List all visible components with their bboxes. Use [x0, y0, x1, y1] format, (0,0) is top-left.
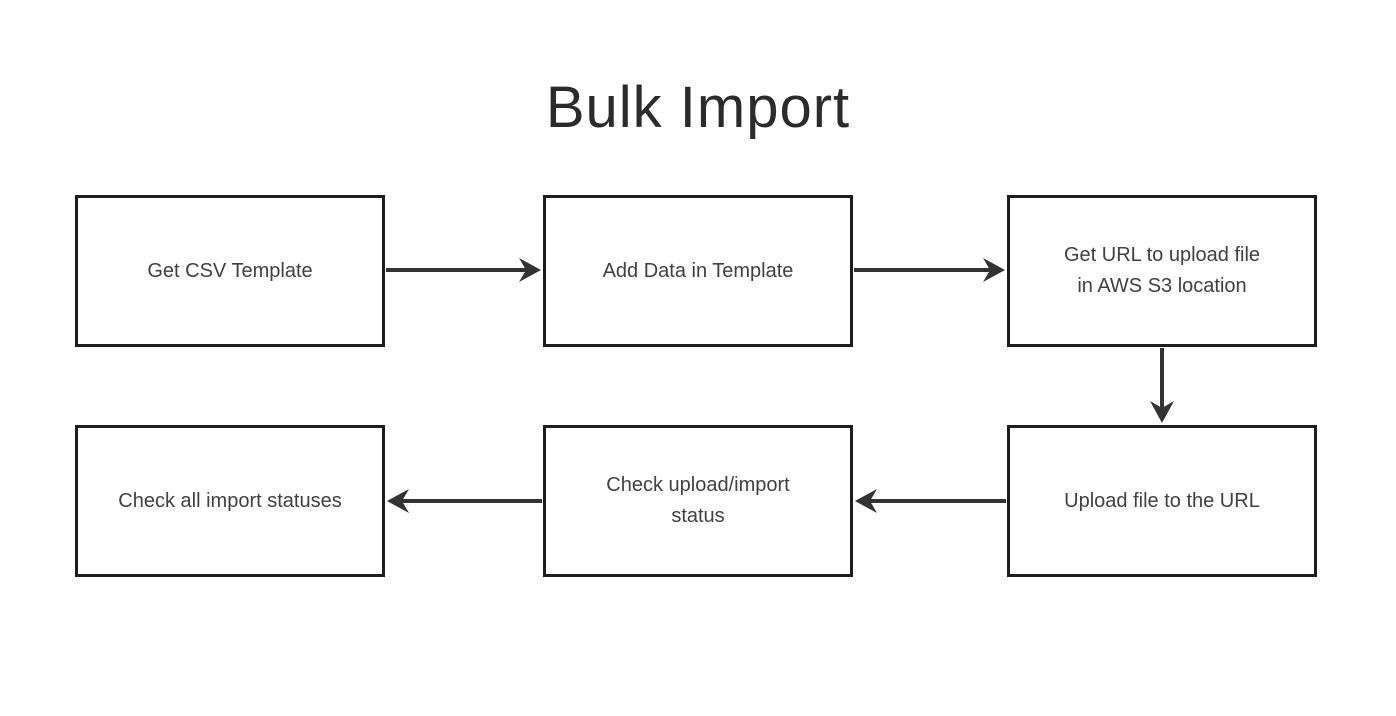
node-label: Add Data in Template: [602, 259, 794, 282]
arrow-adddata-to-geturl: [854, 258, 1005, 282]
flow-node-get-upload-url: Get URL to upload file in AWS S3 locatio…: [1007, 195, 1317, 347]
arrow-geturl-to-upload: [1150, 348, 1174, 423]
node-label: Check upload/import status: [606, 474, 790, 527]
flow-node-check-all-statuses: Check all import statuses: [75, 425, 385, 577]
arrow-csv-to-adddata: [386, 258, 541, 282]
flow-node-add-data-in-template: Add Data in Template: [543, 195, 853, 347]
node-label: Get URL to upload file in AWS S3 locatio…: [1063, 244, 1261, 297]
flow-node-check-upload-status: Check upload/import status: [543, 425, 853, 577]
diagram-title: Bulk Import: [545, 75, 851, 140]
arrow-upload-to-checkstatus: [855, 489, 1006, 513]
flow-node-get-csv-template: Get CSV Template: [75, 195, 385, 347]
flow-node-upload-file: Upload file to the URL: [1007, 425, 1317, 577]
node-label: Get CSV Template: [147, 259, 313, 282]
arrow-checkstatus-to-checkall: [387, 489, 542, 513]
node-label: Upload file to the URL: [1064, 489, 1260, 512]
node-label: Check all import statuses: [118, 489, 342, 512]
